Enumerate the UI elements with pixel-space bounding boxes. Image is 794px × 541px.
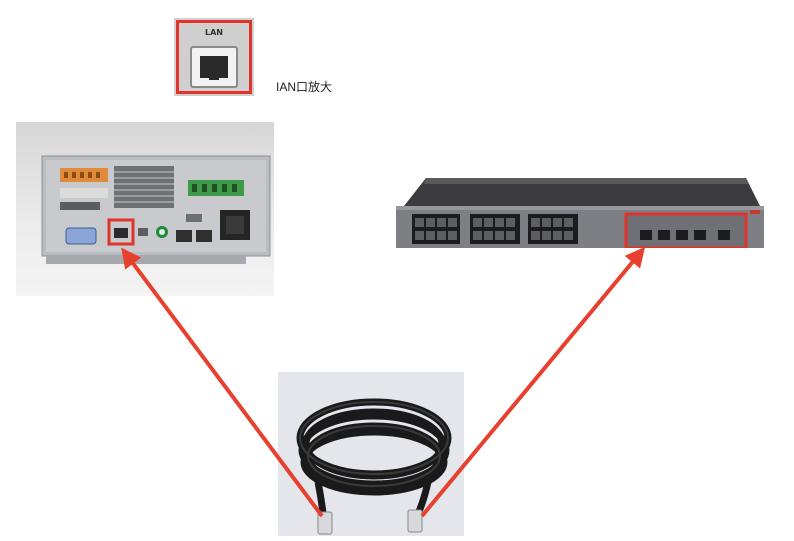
arrow-to-instrument — [121, 247, 324, 518]
network-switch-image — [396, 178, 766, 250]
network-cable-image — [278, 372, 464, 536]
arrow-to-switch — [420, 246, 646, 518]
lan-port-label: LAN — [205, 28, 223, 37]
instrument-rear-panel-image — [16, 122, 274, 296]
lan-port-zoom-image: LAN — [174, 18, 254, 96]
lan-zoom-caption: IAN口放大 — [276, 80, 333, 94]
lan-zoom-highlight-box — [176, 20, 252, 94]
lan-port-icon — [190, 46, 238, 88]
